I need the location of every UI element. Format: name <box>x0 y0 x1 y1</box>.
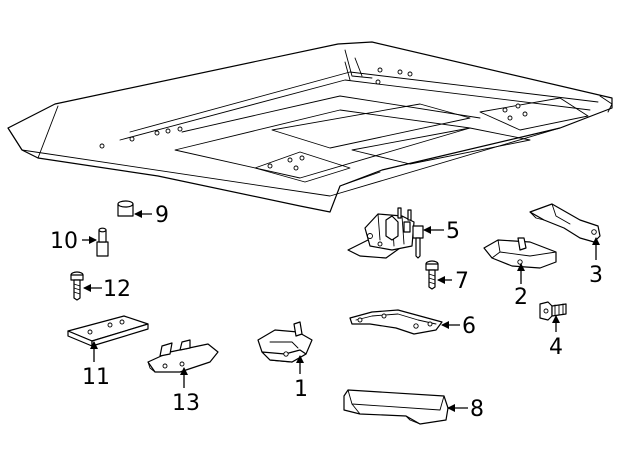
callout-11: 11 <box>82 365 110 390</box>
cover-8 <box>343 389 449 425</box>
roof-panel <box>7 41 613 213</box>
bumper-9 <box>117 200 134 217</box>
bolt-7 <box>425 260 439 290</box>
plate-11 <box>67 315 149 347</box>
callout-9: 9 <box>155 203 169 228</box>
callout-10: 10 <box>50 229 78 254</box>
callout-1: 1 <box>294 377 308 402</box>
latch-assembly-5 <box>347 207 424 259</box>
callout-6: 6 <box>462 314 476 339</box>
stud-10 <box>96 227 109 257</box>
callout-numbers: 9 10 12 11 13 1 5 7 6 8 3 2 4 <box>50 203 603 422</box>
bracket-2 <box>483 237 557 269</box>
callout-13: 13 <box>172 391 200 416</box>
callout-4: 4 <box>549 335 563 360</box>
screw-12 <box>70 271 84 301</box>
callout-2: 2 <box>514 285 528 310</box>
callout-3: 3 <box>589 263 603 288</box>
bracket-1 <box>257 321 313 363</box>
bolt-4 <box>539 301 567 321</box>
callout-8: 8 <box>470 397 484 422</box>
leader-lines <box>82 210 600 412</box>
bracket-3 <box>529 203 601 243</box>
plate-6 <box>349 309 443 335</box>
callout-12: 12 <box>103 277 131 302</box>
callout-5: 5 <box>446 219 460 244</box>
callout-7: 7 <box>455 269 469 294</box>
bracket-13 <box>147 339 219 373</box>
